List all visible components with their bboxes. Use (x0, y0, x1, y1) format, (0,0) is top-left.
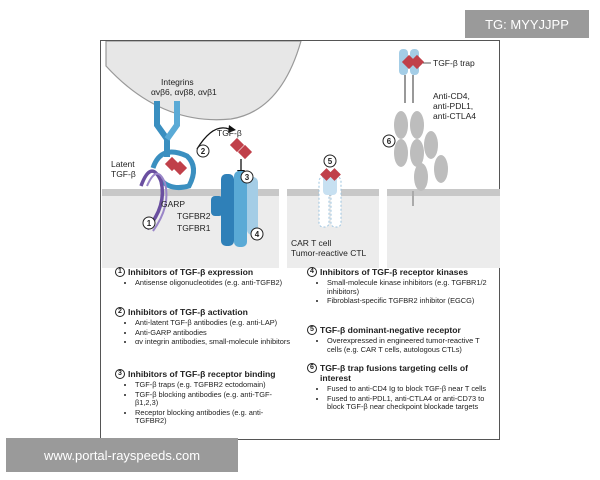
svg-text:4: 4 (255, 230, 260, 239)
list-item: TGF-β blocking antibodies (e.g. anti-TGF… (135, 390, 291, 408)
latent-label-2: TGF-β (111, 169, 136, 179)
list-item: Anti-GARP antibodies (135, 328, 291, 338)
watermark-url: www.portal-rayspeeds.com (6, 438, 238, 472)
svg-text:1: 1 (147, 219, 152, 228)
section-3-title: Inhibitors of TGF-β receptor binding (128, 369, 276, 379)
section-1-number: 1 (115, 267, 125, 277)
garp-anchor (139, 169, 165, 231)
list-item: Fibroblast-specific TGFBR2 inhibitor (EG… (327, 297, 489, 306)
list-item: TGF-β traps (e.g. TGFBR2 ectodomain) (135, 380, 291, 390)
car-t-label-2: Tumor-reactive CTL (291, 248, 367, 258)
section-4-number: 4 (307, 267, 317, 277)
list-item: Overexpressed in engineered tumor-reacti… (327, 336, 489, 354)
tgf-trap-label: TGF-β trap (433, 58, 475, 68)
integrins-label: Integrins (161, 77, 194, 87)
integrin-cell (105, 41, 302, 121)
section-6-number: 6 (307, 363, 317, 373)
marker-5: 5 (323, 154, 337, 168)
section-3-number: 3 (115, 369, 125, 379)
dominant-negative-receptor (318, 168, 342, 228)
svg-text:6: 6 (387, 137, 392, 146)
channel-tag: TG: MYYJJPP (465, 10, 589, 38)
marker-2: 2 (196, 144, 210, 158)
tgfbr1-label: TGFBR1 (177, 223, 211, 233)
list-item: Receptor blocking antibodies (e.g. anti-… (135, 408, 291, 426)
activation-arrow (228, 125, 236, 133)
tgf-beta-label: TGF-β (217, 128, 242, 138)
section-4-title: Inhibitors of TGF-β receptor kinases (320, 267, 469, 277)
tgfbr2-label: TGFBR2 (177, 211, 211, 221)
marker-4: 4 (250, 227, 264, 241)
pathway-diagram: 1 2 3 4 5 6 Integrins αvβ6, αvβ8, αvβ1 T… (102, 41, 500, 268)
list-item: αv integrin antibodies, small-molecule i… (135, 338, 291, 347)
section-1-title: Inhibitors of TGF-β expression (128, 267, 254, 277)
latent-label-1: Latent (111, 159, 135, 169)
garp-label: GARP (161, 199, 185, 209)
integrin-receptor (154, 101, 180, 157)
section-5-number: 5 (307, 325, 317, 335)
integrin-types-label: αvβ6, αvβ8, αvβ1 (151, 87, 217, 97)
list-item: Fused to anti-CD4 Ig to block TGF-β near… (327, 384, 489, 394)
section-2-title: Inhibitors of TGF-β activation (128, 307, 248, 317)
marker-6: 6 (382, 134, 396, 148)
cytoplasm-right (387, 196, 500, 268)
section-2-number: 2 (115, 307, 125, 317)
anti-label-1: Anti-CD4, (433, 91, 470, 101)
membrane-left (102, 189, 279, 196)
figure-panel: 1 2 3 4 5 6 Integrins αvβ6, αvβ8, αvβ1 T… (100, 40, 500, 440)
svg-text:3: 3 (245, 173, 250, 182)
anti-label-3: anti-CTLA4 (433, 111, 476, 121)
anti-label-2: anti-PDL1, (433, 101, 473, 111)
membrane-right (387, 189, 500, 196)
section-6-title: TGF-β trap fusions targeting cells of in… (320, 363, 469, 383)
svg-text:2: 2 (201, 147, 206, 156)
tgf-beta-receptor (211, 171, 258, 247)
marker-3: 3 (240, 170, 254, 184)
list-item: Antisense oligonucleotides (e.g. anti-TG… (135, 278, 291, 288)
tgf-beta-trap-fusion (394, 49, 448, 206)
section-5-title: TGF-β dominant-negative receptor (320, 325, 461, 335)
car-t-label-1: CAR T cell (291, 238, 331, 248)
marker-1: 1 (142, 216, 156, 230)
list-item: Small-molecule kinase inhibitors (e.g. T… (327, 278, 489, 296)
list-item: Anti-latent TGF-β antibodies (e.g. anti-… (135, 318, 291, 328)
list-item: Fused to anti-PDL1, anti-CTLA4 or anti-C… (327, 394, 489, 412)
svg-text:5: 5 (328, 157, 333, 166)
